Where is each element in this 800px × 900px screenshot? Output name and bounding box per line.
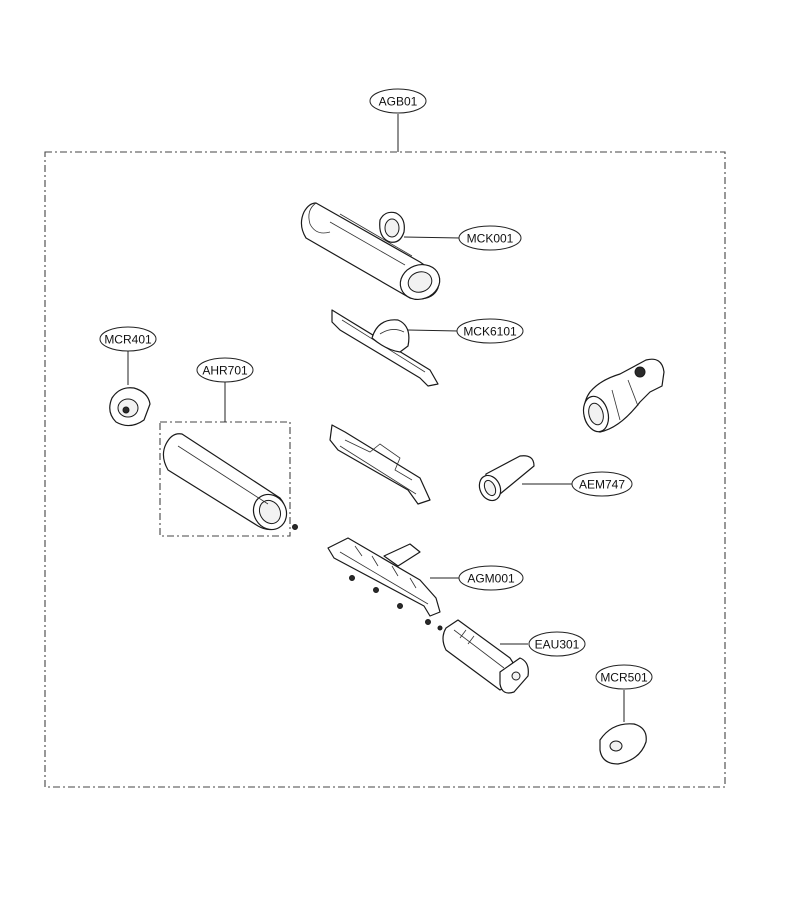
assembly-boundary-agb01 [44, 151, 726, 788]
label-eau301: EAU301 [535, 638, 580, 652]
label-mcr401: MCR401 [104, 333, 152, 347]
callout-agb01: AGB01 [369, 88, 427, 152]
part-mck6101: MCK6101 [331, 309, 524, 387]
label-mck6101: MCK6101 [463, 325, 517, 339]
part-agm001: AGM001 [327, 537, 524, 625]
part-bracket [329, 424, 431, 505]
label-agm001: AGM001 [467, 572, 515, 586]
part-mcr401: MCR401 [99, 326, 157, 427]
part-motor-housing [582, 358, 665, 433]
part-ahr701: AHR701 [162, 357, 298, 531]
label-mck001: MCK001 [467, 232, 514, 246]
part-eau301: EAU301 [437, 619, 586, 694]
part-mck001: MCK001 [300, 202, 522, 300]
label-agb01: AGB01 [379, 95, 418, 109]
label-ahr701: AHR701 [202, 364, 248, 378]
part-mcr501: MCR501 [595, 664, 653, 765]
part-aem747: AEM747 [478, 455, 633, 502]
label-aem747: AEM747 [579, 478, 625, 492]
label-mcr501: MCR501 [600, 671, 648, 685]
